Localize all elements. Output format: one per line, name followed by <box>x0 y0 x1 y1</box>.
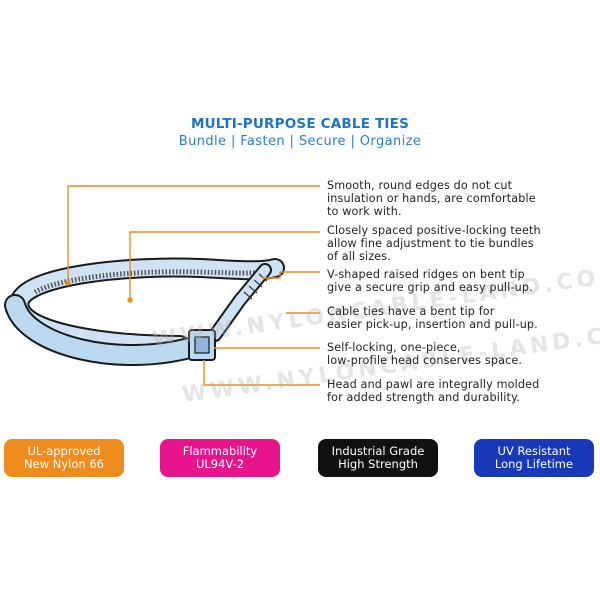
badge-uv-resistant: UV Resistant Long Lifetime <box>474 439 594 477</box>
page-subtitle: Bundle | Fasten | Secure | Organize <box>178 134 422 149</box>
leader-line-6 <box>203 360 320 386</box>
leader-line-3 <box>262 271 320 279</box>
page-title: MULTI-PURPOSE CABLE TIES <box>190 116 409 132</box>
cable-tie-illustration <box>4 257 285 366</box>
callout-bent-tip: Cable ties have a bent tip for easier pi… <box>327 305 538 331</box>
badge-flammability: Flammability UL94V-2 <box>160 439 280 477</box>
callout-v-ridges: V-shaped raised ridges on bent tip give … <box>327 268 533 294</box>
callout-head-pawl: Head and pawl are integrally molded for … <box>327 378 540 404</box>
callout-self-locking-head: Self-locking, one-piece, low-profile hea… <box>327 341 523 367</box>
badge-ul-approved: UL-approved New Nylon 66 <box>4 439 124 477</box>
leader-line-1 <box>67 185 320 283</box>
callout-locking-teeth: Closely spaced positive-locking teeth al… <box>327 224 541 263</box>
badge-industrial-grade: Industrial Grade High Strength <box>318 439 438 477</box>
tie-teeth <box>33 268 269 295</box>
leader-lines <box>65 185 320 386</box>
callout-smooth-edges: Smooth, round edges do not cut insulatio… <box>327 179 536 218</box>
leader-line-2 <box>129 231 320 300</box>
